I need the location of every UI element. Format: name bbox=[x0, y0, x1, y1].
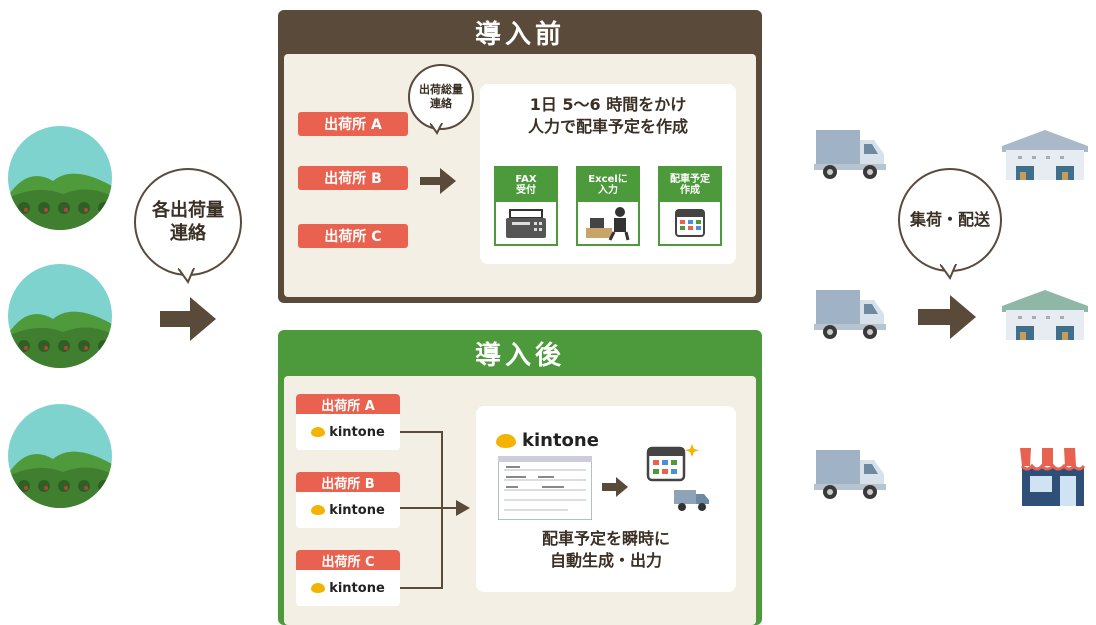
truck-icon bbox=[674, 490, 709, 511]
station-label: 出荷所 A bbox=[296, 394, 400, 414]
kintone-label: kintone bbox=[329, 580, 385, 596]
bubble-text: 集荷・配送 bbox=[909, 209, 990, 229]
bubble-text: 出荷総量 連絡 bbox=[419, 82, 463, 110]
station-label: 出荷所 B bbox=[324, 171, 382, 187]
step-excel: Excelに 入力 bbox=[576, 166, 640, 246]
step-label: FAX 受付 bbox=[496, 168, 556, 202]
bubble-tail-icon bbox=[430, 123, 444, 135]
step-label: 配車予定 作成 bbox=[660, 168, 720, 202]
step-label-text: 配車予定 作成 bbox=[670, 173, 710, 197]
speech-bubble-left: 各出荷量 連絡 bbox=[134, 168, 242, 276]
calendar-icon bbox=[646, 444, 699, 482]
bubble-tail-icon bbox=[178, 268, 196, 284]
speech-bubble-right: 集荷・配送 bbox=[898, 168, 1002, 272]
after-station-a: 出荷所 A kintone bbox=[296, 394, 400, 450]
truck-icon bbox=[814, 450, 886, 499]
kintone-logo-icon bbox=[311, 583, 326, 593]
card-text: 配車予定を瞬時に 自動生成・出力 bbox=[541, 529, 670, 570]
station-label-text: 出荷所 B bbox=[321, 476, 375, 492]
step-label-text: FAX 受付 bbox=[515, 173, 537, 197]
before-panel: 導入前 出荷所 A 出荷所 B 出荷所 C 出荷総量 連絡 1日 5〜6 時間を… bbox=[278, 10, 762, 303]
person-computer-icon bbox=[586, 207, 630, 241]
farm-icon bbox=[8, 126, 112, 230]
farm-illustration-2 bbox=[8, 264, 112, 368]
truck-icon bbox=[814, 130, 886, 179]
kintone-logo-text: kintone bbox=[522, 430, 599, 451]
right-arrow-icon bbox=[160, 297, 216, 341]
step-dispatch: 配車予定 作成 bbox=[658, 166, 722, 246]
before-station-a: 出荷所 A bbox=[298, 112, 408, 136]
station-label: 出荷所 B bbox=[296, 472, 400, 492]
farm-illustration-3 bbox=[8, 404, 112, 508]
kintone-logo-icon bbox=[311, 427, 326, 437]
warehouse-icon bbox=[1002, 130, 1088, 180]
after-card-text: 配車予定を瞬時に 自動生成・出力 bbox=[476, 528, 736, 571]
fax-icon bbox=[506, 209, 546, 238]
before-title-text: 導入前 bbox=[474, 19, 565, 50]
farm-icon bbox=[8, 264, 112, 368]
right-arrow-icon bbox=[918, 295, 976, 339]
connector-lines bbox=[400, 431, 470, 589]
after-title-text: 導入後 bbox=[474, 340, 565, 371]
kintone-label: kintone bbox=[329, 502, 385, 518]
card-text: 1日 5〜6 時間をかけ 人力で配車予定を作成 bbox=[527, 95, 688, 136]
right-arrow-icon bbox=[420, 168, 456, 194]
step-label-text: Excelに 入力 bbox=[588, 173, 628, 197]
before-process-card: 1日 5〜6 時間をかけ 人力で配車予定を作成 FAX 受付 Excelに 入力… bbox=[480, 84, 736, 264]
after-panel-title: 導入後 bbox=[278, 330, 762, 376]
card-kintone-logo: kintone bbox=[496, 430, 599, 451]
station-label: 出荷所 C bbox=[324, 229, 382, 245]
calendar-icon bbox=[675, 209, 705, 237]
bubble-text: 各出荷量 連絡 bbox=[152, 199, 224, 244]
before-station-c: 出荷所 C bbox=[298, 224, 408, 248]
farm-illustration-1 bbox=[8, 126, 112, 230]
farm-icon bbox=[8, 404, 112, 508]
kintone-label: kintone bbox=[329, 424, 385, 440]
before-panel-title: 導入前 bbox=[278, 10, 762, 54]
right-arrow-icon bbox=[602, 477, 628, 497]
store-icon bbox=[1020, 448, 1086, 506]
kintone-logo-icon bbox=[496, 433, 516, 448]
step-fax: FAX 受付 bbox=[494, 166, 558, 246]
station-label-text: 出荷所 A bbox=[321, 398, 375, 414]
step-label: Excelに 入力 bbox=[578, 168, 638, 202]
before-station-b: 出荷所 B bbox=[298, 166, 408, 190]
before-card-text: 1日 5〜6 時間をかけ 人力で配車予定を作成 bbox=[480, 94, 736, 137]
kintone-badge: kintone bbox=[296, 570, 400, 606]
after-process-card: kintone 配車予定を瞬時に 自動生成・出力 bbox=[476, 406, 736, 592]
station-label: 出荷所 C bbox=[296, 550, 400, 570]
kintone-logo-icon bbox=[311, 505, 326, 515]
bubble-tail-icon bbox=[940, 264, 958, 280]
after-station-b: 出荷所 B kintone bbox=[296, 472, 400, 528]
speech-bubble-before: 出荷総量 連絡 bbox=[408, 64, 474, 130]
kintone-badge: kintone bbox=[296, 492, 400, 528]
after-panel: 導入後 出荷所 A kintone 出荷所 B kintone 出荷所 C ki… bbox=[278, 330, 762, 625]
station-label-text: 出荷所 C bbox=[321, 554, 375, 570]
station-label: 出荷所 A bbox=[324, 117, 382, 133]
truck-icon bbox=[814, 290, 886, 339]
after-station-c: 出荷所 C kintone bbox=[296, 550, 400, 606]
kintone-badge: kintone bbox=[296, 414, 400, 450]
warehouse-icon bbox=[1002, 290, 1088, 340]
screen-form-icon bbox=[498, 456, 592, 520]
